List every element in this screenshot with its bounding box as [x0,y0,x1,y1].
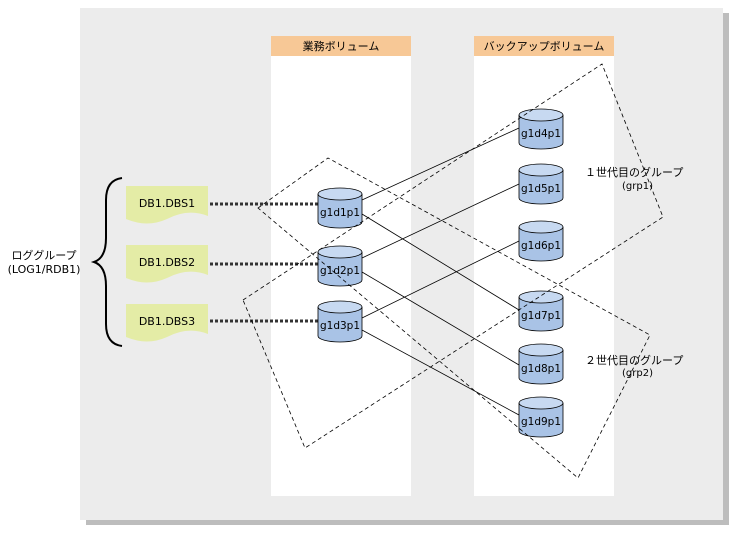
copy-line-d2-d8 [361,271,520,366]
volume-label-g1d3p1: g1d3p1 [320,320,360,332]
copy-line-d1-d7 [361,213,520,311]
volume-label-g1d5p1: g1d5p1 [521,183,561,195]
volume-g1d2p1: g1d2p1 [317,245,363,287]
volume-g1d8p1: g1d8p1 [518,343,564,385]
generation-2-group-outline [257,157,651,479]
dsi-label-2: DB1.DBS2 [139,256,195,269]
copy-line-d3-d9 [361,329,520,416]
volume-g1d6p1: g1d6p1 [518,220,564,262]
generation-2-title: ２世代目のグループ [585,353,683,367]
volume-g1d1p1: g1d1p1 [317,187,363,229]
generation-2-code: (grp2) [622,368,653,379]
volume-g1d4p1: g1d4p1 [518,108,564,150]
dsi-item-3: DB1.DBS3 [126,304,208,342]
dsi-label-3: DB1.DBS3 [139,315,195,328]
log-group-title: ロググループ [11,248,76,262]
backup-column-header [474,36,614,56]
volume-label-g1d6p1: g1d6p1 [521,240,561,252]
volume-label-g1d8p1: g1d8p1 [521,363,561,375]
copy-line-d1-d4 [361,127,520,201]
copy-line-d2-d5 [361,183,520,259]
log-group-subtitle: (LOG1/RDB1) [8,263,81,276]
volume-g1d7p1: g1d7p1 [518,290,564,332]
backup-column-title: バックアップボリューム [484,40,605,53]
volume-g1d3p1: g1d3p1 [317,300,363,343]
copy-line-d3-d6 [361,240,520,319]
volume-label-g1d4p1: g1d4p1 [521,128,561,140]
business-column-header [271,36,411,56]
business-column-title: 業務ボリューム [303,39,380,53]
volume-label-g1d9p1: g1d9p1 [521,416,561,428]
volume-g1d9p1: g1d9p1 [518,396,564,438]
volume-label-g1d7p1: g1d7p1 [521,310,561,322]
generation-1-group-outline [242,63,664,449]
dsi-label-1: DB1.DBS1 [139,197,195,210]
volume-g1d5p1: g1d5p1 [518,163,564,205]
dsi-item-2: DB1.DBS2 [126,245,208,283]
log-group-brace [90,177,123,347]
volume-label-g1d2p1: g1d2p1 [320,265,360,277]
generation-1-title: １世代目のグループ [585,165,683,179]
generation-1-code: (grp1) [622,181,653,192]
dsi-item-1: DB1.DBS1 [126,186,208,224]
volume-label-g1d1p1: g1d1p1 [320,207,360,219]
